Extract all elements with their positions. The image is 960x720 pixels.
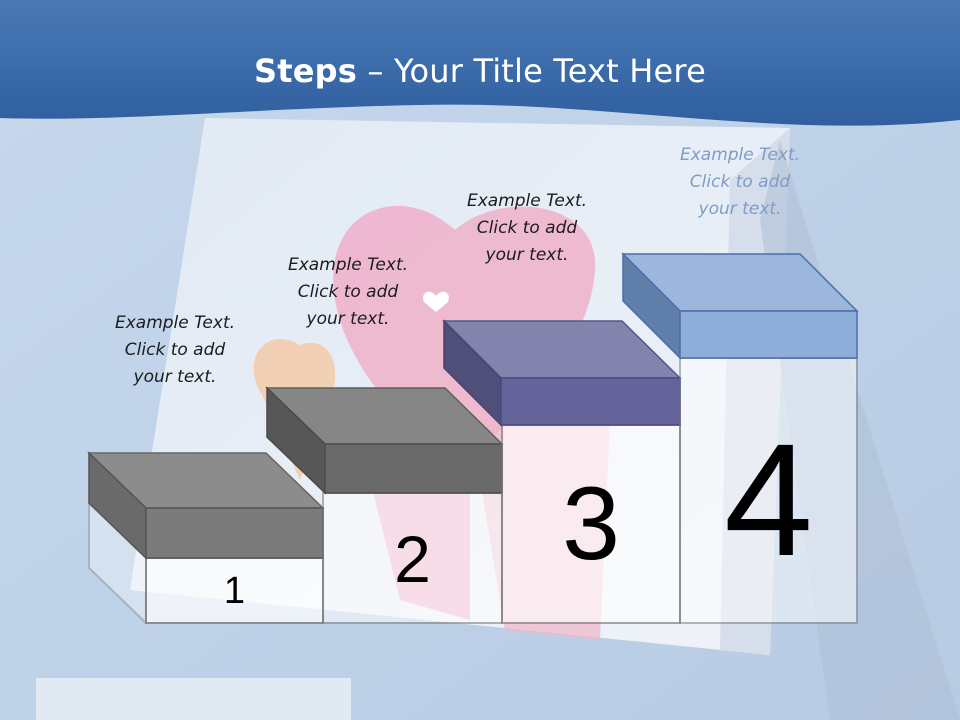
step-1-text[interactable]: Example Text. Click to add your text. [75, 310, 275, 391]
bottom-placeholder-box [36, 678, 351, 720]
step-3-number: 3 [562, 466, 620, 582]
step-1-pillar [87, 451, 325, 626]
step-1-line-2: Click to add [124, 340, 226, 360]
small-heart-icon [423, 291, 449, 312]
step-2-line-2: Click to add [297, 282, 399, 302]
step-1-line-3: your text. [133, 367, 217, 387]
step-3-text[interactable]: Example Text. Click to add your text. [427, 188, 627, 269]
title-bold: Steps [254, 52, 358, 90]
step-4-number: 4 [724, 410, 813, 589]
step-3-pillar [442, 319, 682, 624]
step-3-line-3: your text. [485, 245, 569, 265]
header-band [0, 0, 960, 126]
step-2-line-3: your text. [306, 309, 390, 329]
slide-title[interactable]: Steps – Your Title Text Here [0, 52, 960, 90]
step-1-line-1: Example Text. [114, 313, 236, 333]
step-4-text[interactable]: Example Text. Click to add your text. [640, 142, 840, 223]
step-2-pillar [265, 386, 504, 624]
title-rest: – Your Title Text Here [357, 52, 706, 90]
step-4-pillar [621, 252, 859, 624]
step-2-number: 2 [394, 522, 431, 596]
step-2-line-1: Example Text. [287, 255, 409, 275]
step-2-text[interactable]: Example Text. Click to add your text. [248, 252, 448, 333]
step-3-line-2: Click to add [476, 218, 578, 238]
step-4-line-2: Click to add [689, 172, 791, 192]
step-1-number: 1 [223, 570, 246, 612]
step-4-line-1: Example Text. [679, 145, 801, 165]
step-4-line-3: your text. [698, 199, 782, 219]
step-3-line-1: Example Text. [466, 191, 588, 211]
